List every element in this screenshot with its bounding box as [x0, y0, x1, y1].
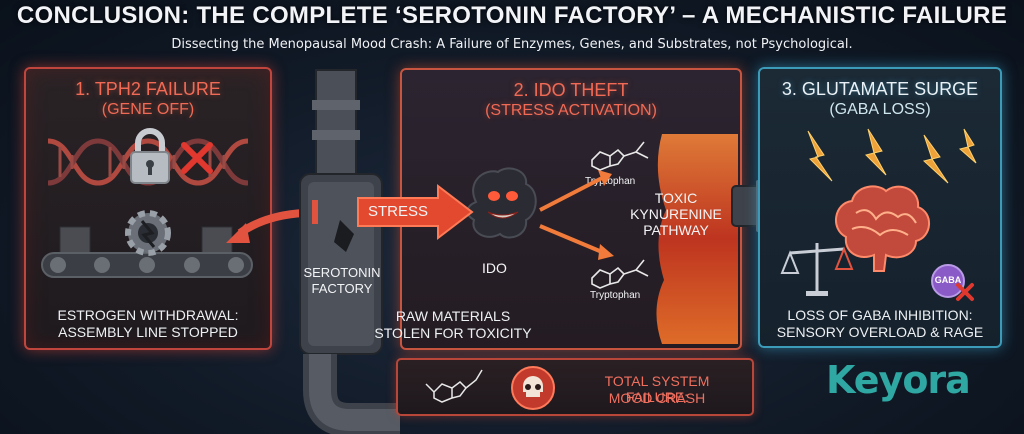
panel-ido-theft: 2. IDO THEFT (STRESS ACTIVATION) IDO Try… [374, 68, 742, 350]
factory-label-line2: FACTORY [311, 281, 373, 296]
x-mark-icon [181, 142, 213, 174]
failure-line2: MOOD CRASH [608, 390, 706, 406]
panel-subtitle: (GENE OFF) [101, 101, 195, 118]
page-subtitle: Dissecting the Menopausal Mood Crash: A … [171, 37, 853, 52]
broken-gear-icon [125, 210, 171, 256]
panel-caption-line2: SENSORY OVERLOAD & RAGE [776, 324, 984, 340]
tryptophan-label-top: Tryptophan [585, 176, 636, 187]
lightning-icon [807, 128, 977, 184]
pathway-line3: PATHWAY [643, 222, 709, 238]
tryptophan-molecule-icon [591, 141, 649, 171]
panel-subtitle: (STRESS ACTIVATION) [485, 102, 657, 119]
panel-caption-line1: ESTROGEN WITHDRAWAL: [57, 307, 239, 323]
conveyor-belt-icon [41, 226, 253, 278]
serotonin-molecule-icon [425, 369, 483, 403]
panel-title: 2. IDO THEFT [513, 80, 629, 100]
stress-arrow-icon [357, 183, 474, 241]
gaba-badge-icon [931, 264, 974, 301]
pathway-line1: TOXIC [654, 190, 698, 206]
factory-pipe-icon [299, 69, 400, 434]
panel-subtitle: (GABA LOSS) [829, 101, 931, 118]
pathway-line2: KYNURENINE [630, 206, 722, 222]
total-failure-box [396, 358, 754, 416]
orange-arrows-icon [539, 170, 614, 260]
panel-tph2-failure: 1. TPH2 FAILURE (GENE OFF) ESTROG [24, 67, 305, 350]
balance-scale-icon [780, 243, 854, 296]
tryptophan-label-bottom: Tryptophan [590, 290, 641, 301]
panel-caption-line1: LOSS OF GABA INHIBITION: [787, 307, 973, 323]
gaba-badge-label: GABA [934, 275, 962, 285]
panel-glutamate-surge: 3. GLUTAMATE SURGE (GABA LOSS) GABA LOSS… [758, 67, 1002, 348]
brain-icon [835, 185, 930, 272]
panel-title: 3. GLUTAMATE SURGE [781, 79, 979, 99]
panel-caption-line1: RAW MATERIALS [395, 308, 511, 324]
skull-icon [511, 366, 555, 410]
tryptophan-molecule-icon [591, 259, 649, 289]
ido-monster-icon [466, 167, 537, 239]
page-title: CONCLUSION: THE COMPLETE ‘SEROTONIN FACT… [16, 2, 1008, 29]
failure-line1: TOTAL SYSTEM FAILURE: [604, 373, 710, 405]
panel-caption-line2: ASSEMBLY LINE STOPPED [58, 324, 238, 340]
red-arrow-icon [226, 209, 305, 243]
factory-label-line1: SEROTONIN [303, 265, 381, 280]
brand-logo: Keyora [826, 358, 971, 402]
padlock-icon [130, 128, 170, 184]
stress-label: STRESS [368, 203, 429, 220]
fire-icon [656, 134, 738, 344]
panel-caption-line2: STOLEN FOR TOXICITY [374, 325, 532, 341]
panel-title: 1. TPH2 FAILURE [75, 79, 221, 99]
ido-label: IDO [482, 260, 507, 276]
